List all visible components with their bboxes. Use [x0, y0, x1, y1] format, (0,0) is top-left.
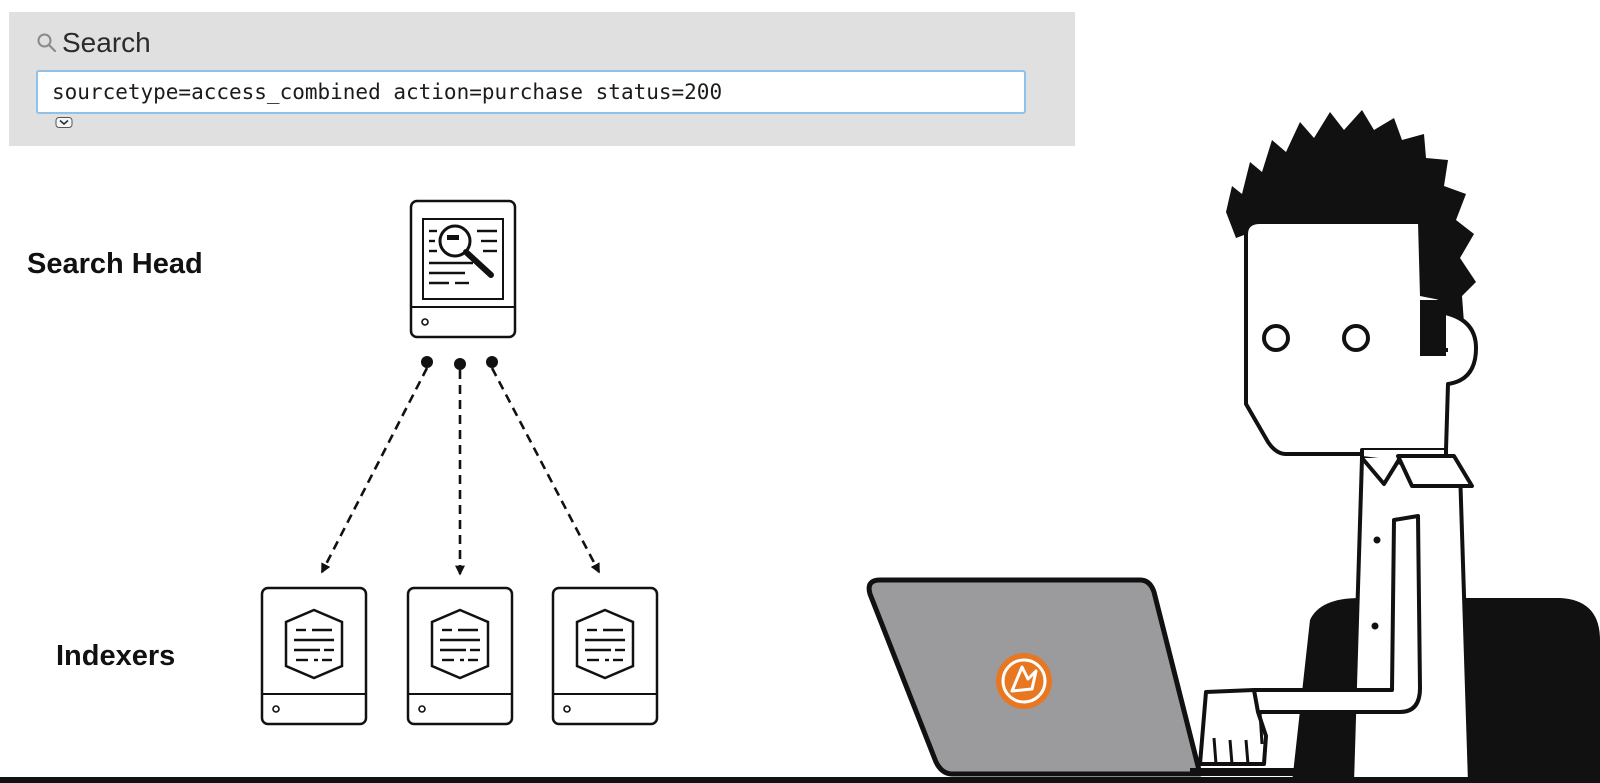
indexer-server-icon — [551, 586, 659, 726]
chevron-down-icon — [55, 116, 73, 134]
connection-dot — [421, 356, 433, 368]
search-panel: Search — [9, 12, 1075, 146]
search-head-server-icon — [409, 199, 517, 339]
indexers-label: Indexers — [56, 640, 176, 672]
indexer-server-icon — [406, 586, 514, 726]
search-head-label: Search Head — [27, 248, 203, 280]
arrow-to-indexer-1 — [320, 367, 429, 574]
laptop-illustration — [866, 577, 1330, 777]
connection-dot — [454, 358, 466, 370]
search-heading: Search — [36, 27, 151, 58]
person-illustration — [1198, 110, 1478, 783]
search-input[interactable] — [36, 70, 1026, 114]
indexer-server-icon — [260, 586, 368, 726]
expand-search-toggle[interactable] — [55, 116, 73, 130]
connection-dot — [486, 356, 498, 368]
arrow-to-indexer-3 — [490, 367, 601, 574]
search-title: Search — [62, 27, 151, 58]
bottom-bar — [0, 777, 1600, 783]
magnifier-icon — [36, 32, 58, 54]
splunk-logo-icon — [996, 653, 1052, 709]
